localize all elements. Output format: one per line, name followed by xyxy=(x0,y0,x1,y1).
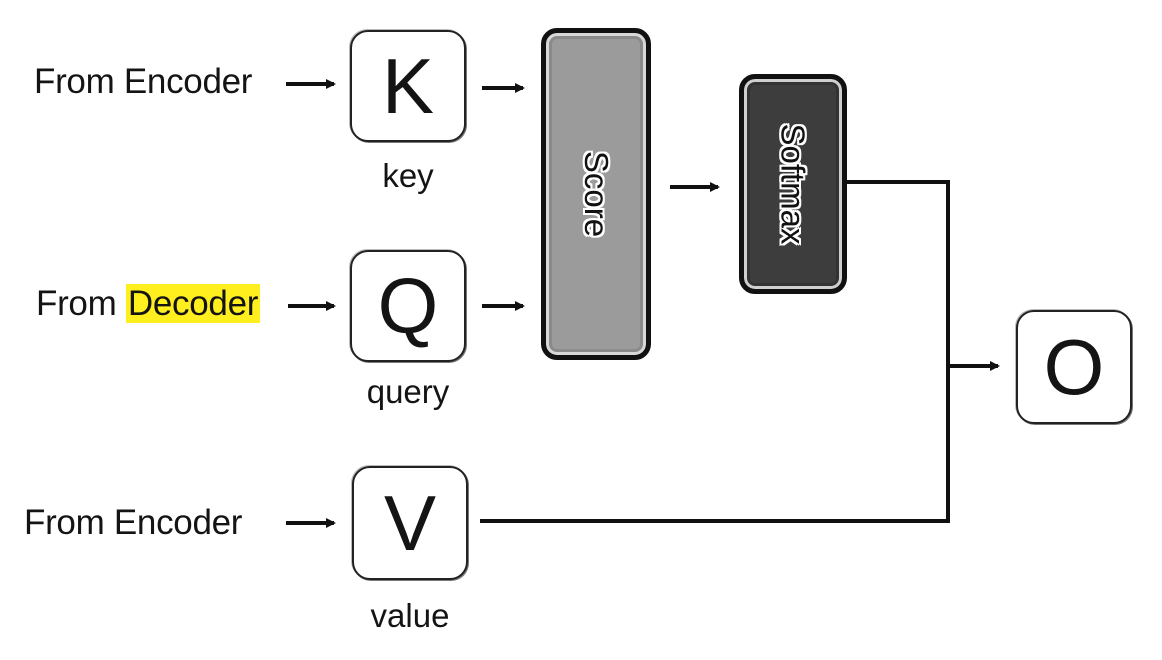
value-source-label: From Encoder xyxy=(24,503,243,542)
line-softmax-to-merge xyxy=(847,180,950,366)
key-box: K xyxy=(350,30,466,142)
query-caption: query xyxy=(366,373,450,410)
query-source-prefix: From xyxy=(36,284,117,323)
value-caption: value xyxy=(370,597,450,634)
query-box: Q xyxy=(350,250,466,362)
decoder-highlight: Decoder xyxy=(125,284,261,323)
query-source-label: From Decoder xyxy=(36,282,261,326)
score-label: Score xyxy=(578,150,615,238)
line-value-to-merge xyxy=(480,366,950,523)
key-caption: key xyxy=(382,157,434,194)
value-box: V xyxy=(352,466,468,580)
softmax-block: Softmax xyxy=(739,74,847,294)
softmax-label: Softmax xyxy=(775,123,813,245)
score-block: Score xyxy=(541,28,651,360)
output-box: O xyxy=(1016,310,1132,424)
key-source-label: From Encoder xyxy=(34,62,253,101)
